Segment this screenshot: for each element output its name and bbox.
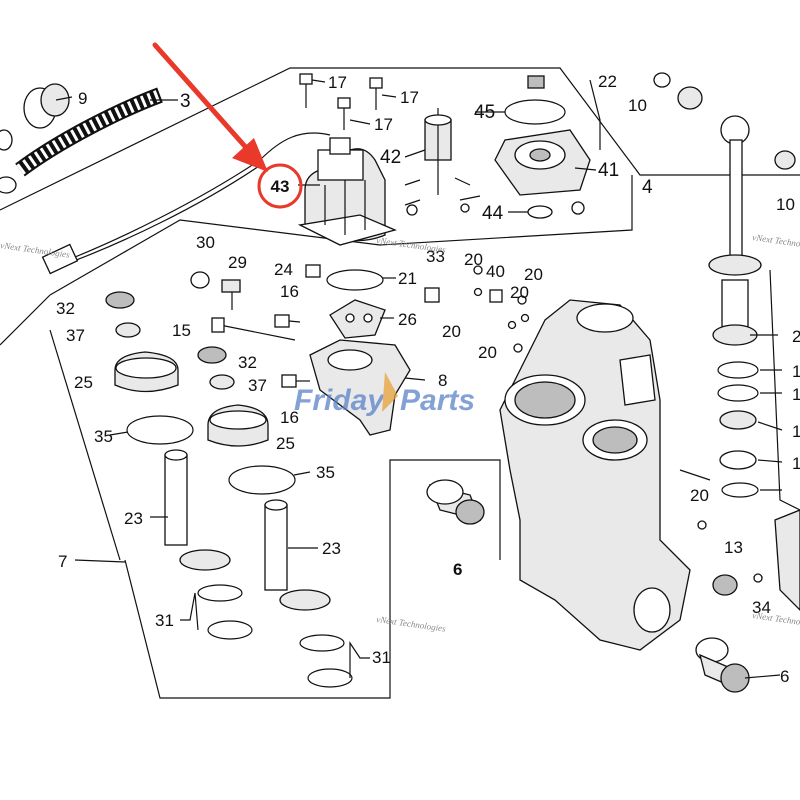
washer-part-44: [527, 205, 553, 219]
callout-15: 15: [172, 321, 191, 340]
callout-24: 24: [274, 260, 293, 279]
mid-small-parts: [190, 264, 707, 530]
housing-part-41: [494, 129, 591, 215]
callout-17: 17: [374, 115, 393, 134]
bushing-part-6-center: [426, 479, 485, 525]
left-seal-stack: [105, 291, 253, 640]
callout-40: 40: [486, 262, 505, 281]
callout-43-highlighted: 43: [271, 177, 290, 196]
brand-logo-icon: [382, 372, 398, 412]
watermark-credit: vNext Technologies: [376, 235, 447, 255]
callout-7: 7: [58, 552, 67, 571]
partial-parts-left-edge: [0, 129, 17, 194]
callout-45: 45: [474, 102, 495, 123]
callout-32: 32: [238, 353, 257, 372]
callout-1: 1: [792, 362, 800, 381]
center-seal-stack: [197, 346, 353, 688]
callout-31: 31: [372, 648, 391, 667]
callout-8: 8: [438, 371, 447, 390]
cylinder-body: [499, 299, 691, 651]
callout-31: 31: [155, 611, 174, 630]
armature-part-42: [404, 108, 481, 216]
callout-35: 35: [94, 427, 113, 446]
callout-13: 13: [724, 538, 743, 557]
callout-20: 20: [690, 486, 709, 505]
motor-part-43: [297, 137, 397, 246]
callout-20: 20: [442, 322, 461, 341]
callout-42: 42: [380, 147, 401, 168]
callout-6: 6: [453, 560, 462, 579]
bolts-15-16: [211, 314, 310, 388]
watermark-credit: vNext Technologies: [376, 614, 447, 634]
callout-20: 20: [510, 283, 529, 302]
hose-part-3: [15, 87, 331, 275]
highlight-circle: [257, 163, 303, 209]
leader-lines: [55, 79, 783, 679]
callout-1: 1: [792, 422, 800, 441]
callout-17: 17: [328, 73, 347, 92]
parts-22-10: [653, 72, 796, 170]
callout-25: 25: [276, 434, 295, 453]
arrow-down-right-icon: [152, 42, 268, 172]
callout-6: 6: [780, 667, 789, 686]
callout-10: 10: [776, 195, 795, 214]
callout-33: 33: [426, 247, 445, 266]
callout-26: 26: [398, 310, 417, 329]
bolts-part-17: [299, 73, 383, 130]
callout-1: 1: [792, 385, 800, 404]
plate-part-26: [329, 299, 386, 339]
callout-9: 9: [78, 89, 87, 108]
callout-41: 41: [598, 160, 619, 181]
callout-44: 44: [482, 203, 504, 224]
callout-35: 35: [316, 463, 335, 482]
callout-20: 20: [478, 343, 497, 362]
parts-13-34: [712, 509, 800, 611]
watermark-credit: vNext Technologies: [752, 610, 800, 630]
callout-1: 1: [792, 454, 800, 473]
callout-23: 23: [322, 539, 341, 558]
callout-20: 20: [464, 250, 483, 269]
tilt-rod-part-2: [708, 115, 762, 498]
callout-30: 30: [196, 233, 215, 252]
watermark-credit: vNext Technologies: [0, 240, 71, 260]
callout-16: 16: [280, 282, 299, 301]
pump-part-8: [309, 339, 411, 436]
callout-labels: 9 3 17 17 17 22 10 45 42 41 4 44 10 30 2…: [56, 72, 800, 686]
callout-4: 4: [642, 177, 653, 198]
watermark-brand-right: Parts: [400, 384, 475, 417]
watermark-brand-left: Friday: [294, 384, 385, 417]
callout-20: 20: [524, 265, 543, 284]
watermark-credit: vNext Technologies: [752, 232, 800, 252]
callout-2: 2: [792, 327, 800, 346]
callout-10: 10: [628, 96, 647, 115]
callout-21: 21: [398, 269, 417, 288]
callout-37: 37: [66, 326, 85, 345]
assembly-frame: [0, 67, 800, 699]
callout-34: 34: [752, 598, 771, 617]
callout-25: 25: [74, 373, 93, 392]
callout-17: 17: [400, 88, 419, 107]
callout-3: 3: [180, 91, 191, 112]
clamp-part-9: [23, 83, 70, 129]
oring-part-45: [504, 75, 566, 125]
callout-37: 37: [248, 376, 267, 395]
bushing-part-6-right: [695, 637, 750, 693]
callout-32: 32: [56, 299, 75, 318]
callout-23: 23: [124, 509, 143, 528]
callout-29: 29: [228, 253, 247, 272]
brand-watermark: Friday Parts: [294, 372, 475, 417]
callout-16: 16: [280, 408, 299, 427]
callout-22: 22: [598, 72, 617, 91]
